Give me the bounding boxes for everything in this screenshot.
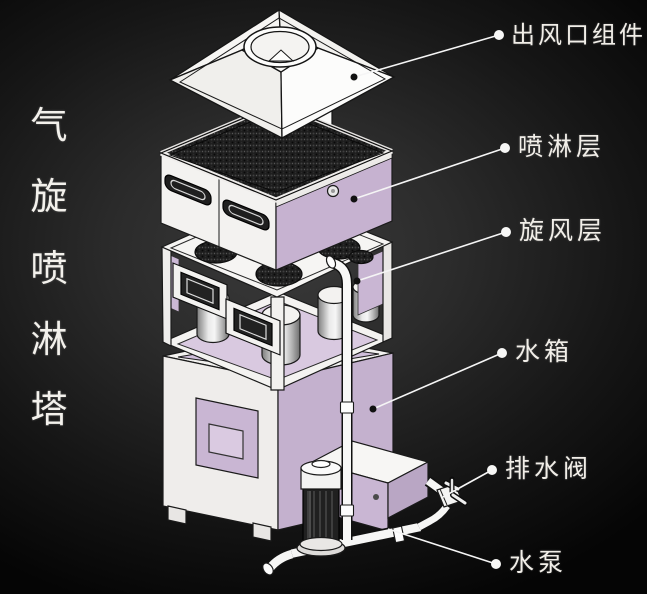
title-char-4: 淋 [30,320,68,361]
door-slot [222,199,270,231]
callout-leaders [350,30,511,569]
drain-valve-part [416,476,468,532]
label-cyclone-layer: 旋风层 [519,218,607,245]
label-water-pump: 水泵 [509,550,568,577]
title-char-5: 塔 [30,390,68,431]
title-char-1: 气 [30,106,68,147]
leader-air-outlet [353,34,500,78]
inspection-window [172,262,228,320]
title-char-2: 旋 [30,177,68,218]
leader-drain-valve [442,469,493,498]
label-air-outlet-assembly: 出风口组件 [511,23,646,49]
riser-pipe [325,255,355,540]
air-outlet-part [168,8,396,140]
label-spray-layer: 喷淋层 [518,134,606,161]
label-water-tank: 水箱 [515,339,574,366]
leader-spray-layer [353,147,506,200]
inspection-window [225,298,281,356]
label-drain-valve: 排水阀 [505,456,593,483]
leader-water-pump [387,528,497,565]
leader-water-tank [372,352,503,410]
title-char-3: 喷 [30,249,68,290]
leader-cyclone-layer [356,231,507,282]
water-pump-part [296,459,346,557]
door-slot [164,174,212,206]
spray-layer-part [159,101,394,271]
